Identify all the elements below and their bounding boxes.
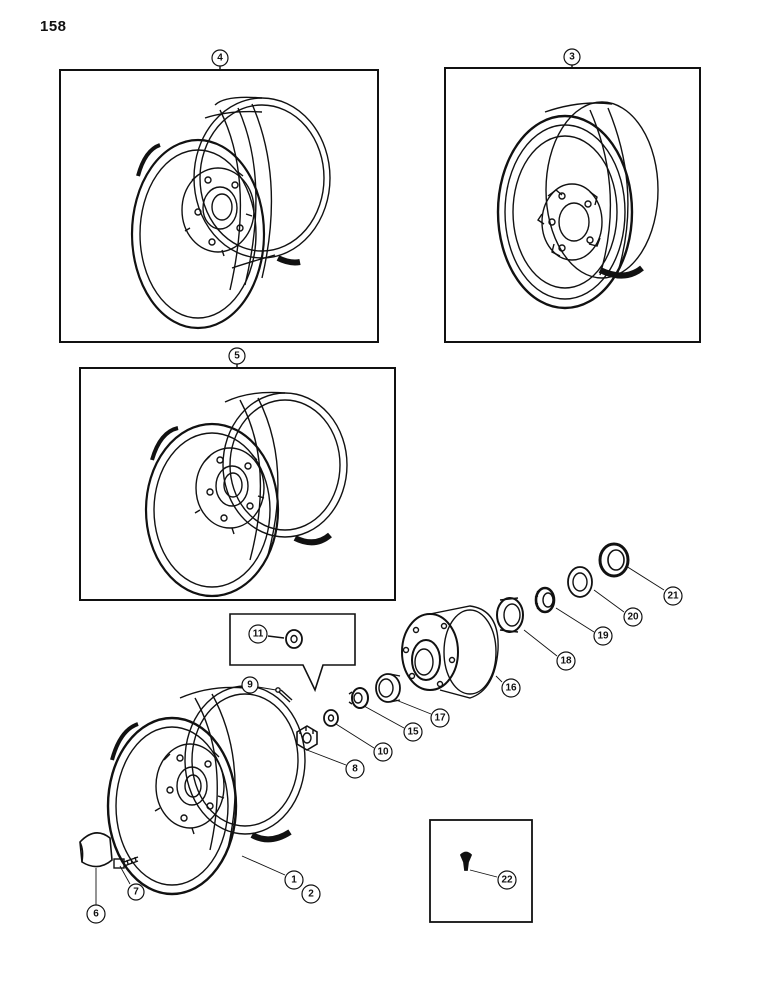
callout-17: 17 — [430, 708, 450, 728]
leader-lines — [95, 565, 665, 905]
svg-text:10: 10 — [377, 747, 389, 758]
callout-18: 18 — [556, 651, 576, 671]
svg-text:8: 8 — [352, 764, 358, 775]
bearing-cone-inner — [348, 687, 369, 709]
svg-text:15: 15 — [407, 727, 419, 738]
callouts: 4 3 5 11 9 8 10 15 17 16 18 19 20 21 1 2… — [86, 48, 683, 924]
svg-text:3: 3 — [569, 52, 575, 63]
hub-cap — [79, 832, 113, 868]
box-wheel-4 — [59, 66, 379, 343]
inset-box-22 — [429, 819, 533, 923]
dust-seal — [598, 542, 630, 578]
box-wheel-3 — [444, 64, 701, 343]
callout-6: 6 — [86, 904, 106, 924]
svg-text:18: 18 — [560, 656, 572, 667]
wheel-rim-5 — [144, 391, 348, 598]
wheel-rim-assembly — [106, 685, 306, 896]
svg-text:16: 16 — [505, 683, 517, 694]
seal — [567, 566, 593, 598]
castle-nut — [296, 725, 318, 751]
bearing-cup-inner — [375, 673, 401, 703]
svg-text:6: 6 — [93, 909, 99, 920]
bearing-cone-outer — [534, 586, 556, 614]
callout-8: 8 — [345, 759, 365, 779]
bearing-cup-outer — [496, 597, 524, 633]
svg-text:2: 2 — [308, 889, 314, 900]
wheel-rim-4 — [130, 96, 331, 330]
wheel-rim-3 — [496, 101, 659, 310]
box-wheel-5 — [79, 364, 396, 601]
callout-2: 2 — [301, 884, 321, 904]
callout-10: 10 — [373, 742, 393, 762]
callout-9: 9 — [241, 676, 259, 694]
svg-text:19: 19 — [597, 631, 609, 642]
callout-15: 15 — [403, 722, 423, 742]
callout-22: 22 — [497, 870, 517, 890]
svg-text:21: 21 — [667, 591, 679, 602]
svg-text:1: 1 — [291, 875, 297, 886]
callout-16: 16 — [501, 678, 521, 698]
svg-text:5: 5 — [234, 351, 240, 362]
page-number: 158 — [40, 18, 67, 35]
callout-20: 20 — [623, 607, 643, 627]
svg-text:11: 11 — [253, 629, 264, 640]
svg-text:7: 7 — [133, 887, 139, 898]
callout-3: 3 — [563, 48, 581, 66]
inset-box-11 — [229, 613, 356, 693]
washer — [323, 709, 339, 727]
callout-1: 1 — [284, 870, 304, 890]
callout-4: 4 — [211, 49, 229, 67]
svg-text:20: 20 — [627, 612, 639, 623]
hub — [401, 605, 499, 699]
callout-5: 5 — [228, 347, 246, 365]
cotter-pin — [275, 687, 293, 703]
callout-11: 11 — [248, 624, 268, 644]
callout-19: 19 — [593, 626, 613, 646]
wheel-bolt — [113, 856, 139, 869]
callout-7: 7 — [127, 883, 145, 901]
svg-text:9: 9 — [247, 680, 253, 691]
svg-text:22: 22 — [501, 875, 513, 886]
callout-21: 21 — [663, 586, 683, 606]
svg-text:17: 17 — [434, 713, 446, 724]
svg-text:4: 4 — [217, 53, 223, 64]
